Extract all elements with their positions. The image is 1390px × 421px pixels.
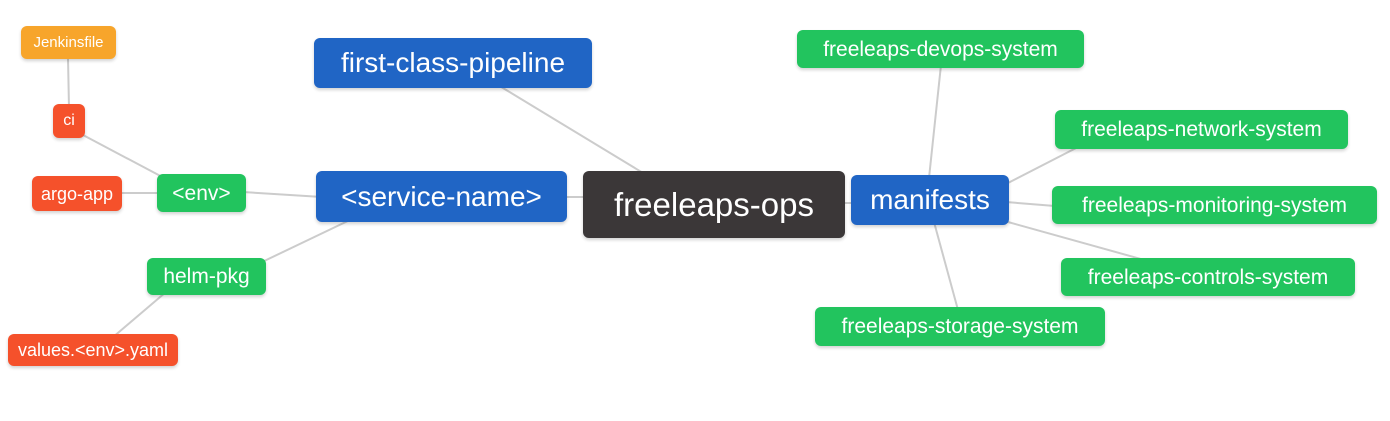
node-freeleaps-monitoring-system[interactable]: freeleaps-monitoring-system (1052, 186, 1377, 224)
edge-jenkinsfile-ci (67, 57, 70, 109)
edge-ci-env (82, 134, 169, 181)
edge-manifests-freeleaps-network-system (1005, 145, 1081, 185)
edge-env-service-name (242, 191, 323, 198)
node-manifests[interactable]: manifests (851, 175, 1009, 225)
node-env[interactable]: <env> (157, 174, 246, 212)
edge-manifests-freeleaps-monitoring-system (1005, 201, 1056, 207)
edge-service-name-helm-pkg (259, 218, 353, 264)
node-freeleaps-network-system[interactable]: freeleaps-network-system (1055, 110, 1348, 149)
node-ci[interactable]: ci (53, 104, 85, 138)
node-values-env-yaml[interactable]: values.<env>.yaml (8, 334, 178, 366)
node-service-name[interactable]: <service-name> (316, 171, 567, 222)
edge-manifests-freeleaps-storage-system (933, 221, 959, 311)
node-argo-app[interactable]: argo-app (32, 176, 122, 211)
node-jenkinsfile[interactable]: Jenkinsfile (21, 26, 116, 59)
node-freeleaps-storage-system[interactable]: freeleaps-storage-system (815, 307, 1105, 346)
edge-manifests-freeleaps-controls-system (1007, 221, 1149, 262)
edge-helm-pkg-values-env-yaml (111, 291, 167, 339)
node-first-class-pipeline[interactable]: first-class-pipeline (314, 38, 592, 88)
node-freeleaps-devops-system[interactable]: freeleaps-devops-system (797, 30, 1084, 68)
node-helm-pkg[interactable]: helm-pkg (147, 258, 266, 295)
node-freeleaps-controls-system[interactable]: freeleaps-controls-system (1061, 258, 1355, 296)
edge-first-class-pipeline-freeleaps-ops (497, 84, 649, 177)
edge-manifests-freeleaps-devops-system (928, 64, 942, 179)
node-freeleaps-ops[interactable]: freeleaps-ops (583, 171, 845, 238)
